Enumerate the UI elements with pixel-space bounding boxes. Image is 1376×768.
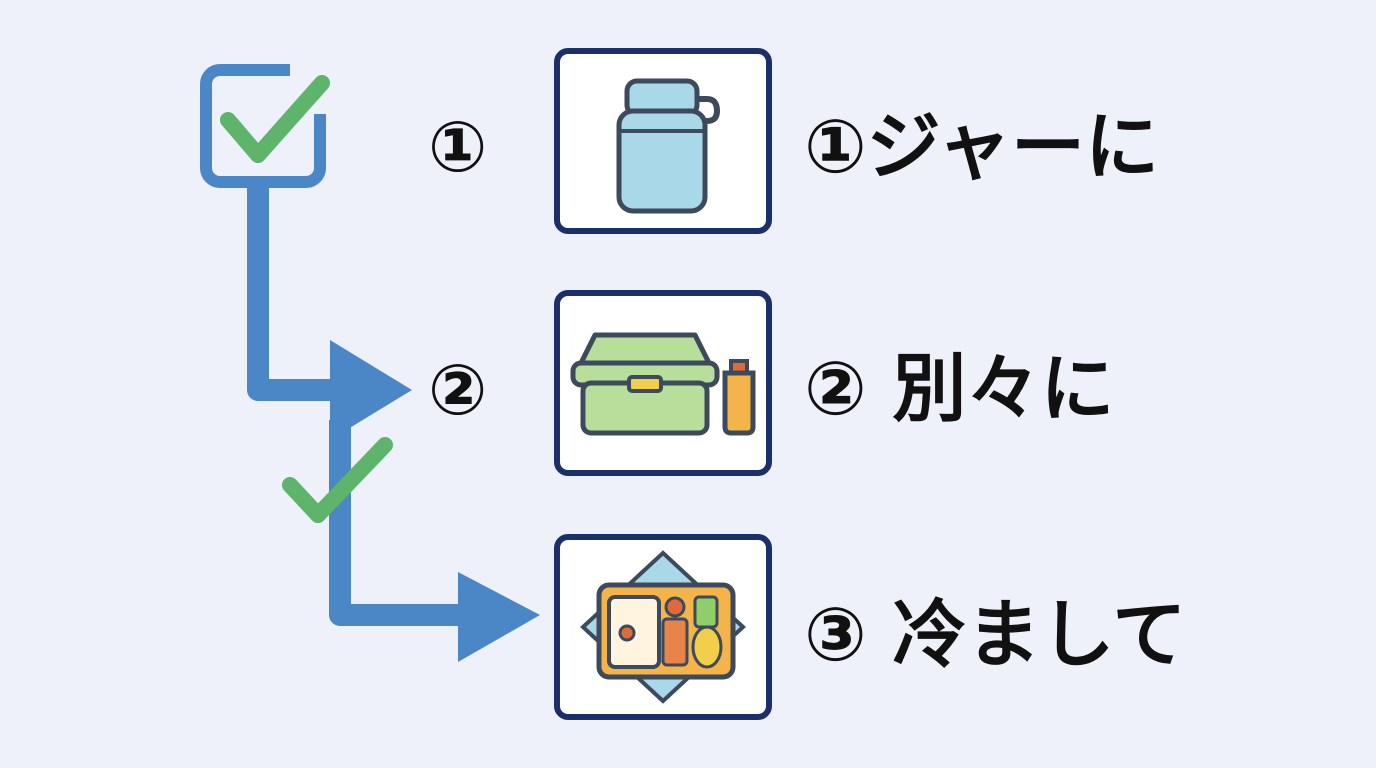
step-2-card: [554, 290, 772, 476]
step-2-marker: ②: [428, 349, 488, 431]
step-1-card: [554, 48, 772, 234]
check-icon: [282, 437, 393, 523]
lunchbox-and-bottle-icon: [570, 332, 756, 436]
step-1-marker: ①: [428, 106, 488, 188]
step-3-card: [554, 534, 772, 720]
food-jar-icon: [616, 78, 721, 214]
bento-tray-icon: [580, 550, 746, 704]
step-1-label: ①ジャーに: [804, 104, 1159, 190]
step-3-label: ③ 冷まして: [804, 592, 1187, 678]
checkbox-check-icon: [200, 58, 334, 188]
arrow-to-step-2: [247, 188, 412, 440]
step-2-label: ② 別々に: [804, 346, 1115, 432]
